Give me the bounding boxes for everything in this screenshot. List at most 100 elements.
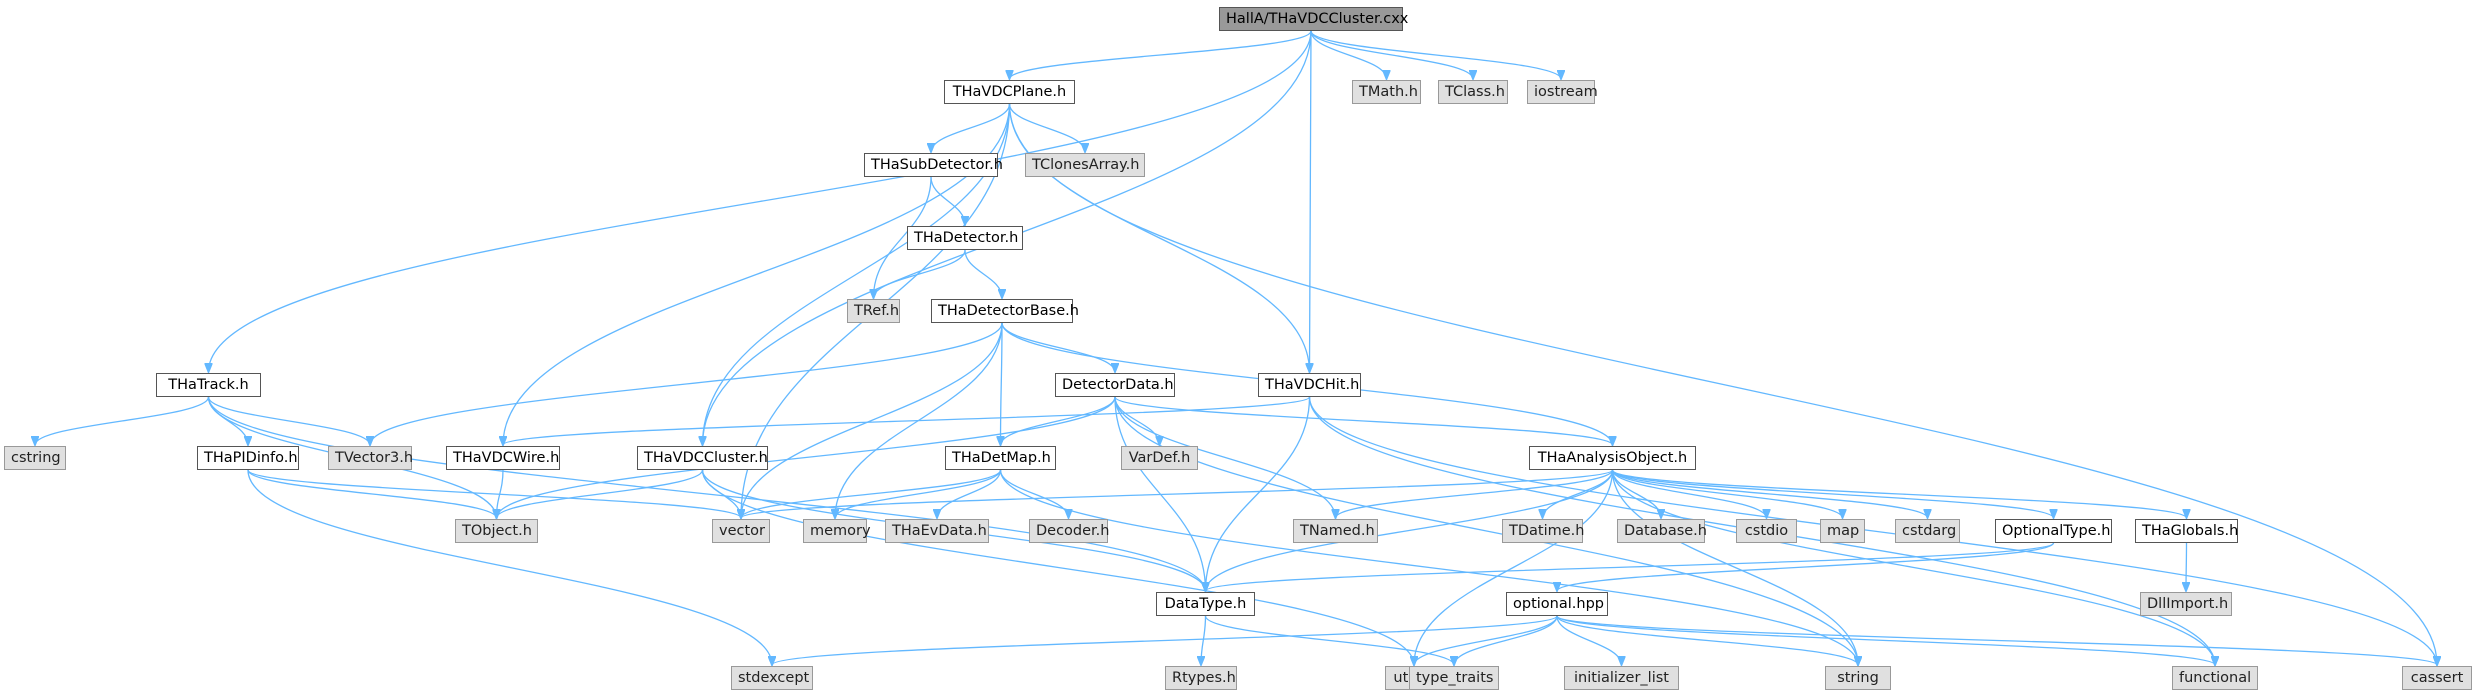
edge-subdet-to-det	[930, 176, 965, 225]
node-cluster[interactable]: THaVDCCluster.h	[637, 446, 768, 470]
edge-detdata-to-analobj	[1114, 396, 1613, 445]
edge-analobj-to-cstdarg	[1611, 469, 1928, 518]
node-initlist: initializer_list	[1564, 666, 1679, 690]
node-evdata: THaEvData.h	[885, 519, 989, 543]
edge-globals-to-dllimport	[2186, 542, 2187, 591]
edge-plane-to-cassert	[1008, 103, 2438, 665]
edge-analobj-to-datatype	[1206, 469, 1614, 591]
node-vector: vector	[712, 519, 770, 543]
edge-optional-to-functional	[1556, 615, 2215, 665]
node-tref: TRef.h	[847, 299, 900, 323]
node-detmap[interactable]: THaDetMap.h	[945, 446, 1056, 470]
node-memory: memory	[803, 519, 871, 543]
node-tvector3: TVector3.h	[328, 446, 413, 470]
edge-plane-to-tclones	[1008, 103, 1086, 152]
node-root[interactable]: HallA/THaVDCCluster.cxx	[1219, 7, 1408, 31]
edge-analobj-to-vector	[741, 469, 1614, 518]
node-pidinfo[interactable]: THaPIDinfo.h	[197, 446, 299, 470]
edge-track-to-tvector3	[207, 396, 371, 445]
edge-vdchit-to-datatype	[1206, 396, 1311, 591]
edge-detmap-to-evdata	[937, 469, 1002, 518]
node-tmath: TMath.h	[1352, 80, 1421, 104]
edge-optional-to-string	[1556, 615, 1858, 665]
edge-analobj-to-functional	[1611, 469, 2216, 665]
edge-opttype-to-optional	[1557, 542, 2055, 591]
edge-root-to-tclass	[1310, 30, 1473, 79]
node-plane[interactable]: THaVDCPlane.h	[944, 80, 1075, 104]
edge-optional-to-utility	[1414, 615, 1558, 665]
node-cassert: cassert	[2402, 666, 2472, 690]
edge-pidinfo-to-tobject	[247, 469, 497, 518]
edge-root-to-tmath	[1310, 30, 1387, 79]
node-track[interactable]: THaTrack.h	[156, 373, 261, 397]
edge-detbase-to-tvector3	[370, 322, 1003, 445]
edge-optional-to-typetraits	[1454, 615, 1558, 665]
node-cstring: cstring	[4, 446, 66, 470]
edge-pidinfo-to-stdexcept	[247, 469, 772, 665]
node-tobject: TObject.h	[455, 519, 538, 543]
edge-optional-to-stdexcept	[772, 615, 1558, 665]
node-analobj[interactable]: THaAnalysisObject.h	[1529, 446, 1696, 470]
edge-detbase-to-detmap	[1001, 322, 1003, 445]
node-detbase[interactable]: THaDetectorBase.h	[931, 299, 1079, 323]
node-tnamed: TNamed.h	[1293, 519, 1378, 543]
edge-detdata-to-tobject	[497, 396, 1116, 518]
node-wire[interactable]: THaVDCWire.h	[446, 446, 560, 470]
node-map: map	[1820, 519, 1865, 543]
node-det[interactable]: THaDetector.h	[907, 226, 1023, 250]
edge-cluster-to-utility	[701, 469, 1415, 665]
edge-detmap-to-memory	[835, 469, 1002, 518]
edge-detmap-to-vector	[741, 469, 1002, 518]
node-decoder: Decoder.h	[1029, 519, 1109, 543]
edge-optional-to-cassert	[1556, 615, 2437, 665]
edge-detdata-to-detmap	[1001, 396, 1116, 445]
node-opttype[interactable]: OptionalType.h	[1995, 519, 2112, 543]
node-database: Database.h	[1617, 519, 1707, 543]
node-cstdio: cstdio	[1736, 519, 1797, 543]
edge-detmap-to-string	[999, 469, 1859, 665]
node-stdexcept: stdexcept	[731, 666, 813, 690]
edge-detbase-to-vector	[741, 322, 1003, 518]
edge-opttype-to-datatype	[1206, 542, 2055, 591]
edge-analobj-to-tnamed	[1336, 469, 1614, 518]
edge-datatype-to-rtypes	[1201, 615, 1207, 665]
edge-analobj-to-utility	[1414, 469, 1614, 665]
edge-optional-to-initlist	[1556, 615, 1622, 665]
node-globals[interactable]: THaGlobals.h	[2135, 519, 2238, 543]
edge-analobj-to-map	[1611, 469, 1843, 518]
node-dllimport: DllImport.h	[2140, 592, 2232, 616]
edge-cluster-to-tobject	[497, 469, 704, 518]
node-string: string	[1825, 666, 1891, 690]
node-tclones: TClonesArray.h	[1025, 153, 1145, 177]
edge-det-to-detbase	[964, 249, 1002, 298]
node-functional: functional	[2172, 666, 2258, 690]
edge-pidinfo-to-vector	[247, 469, 741, 518]
node-detdata[interactable]: DetectorData.h	[1055, 373, 1175, 397]
edge-analobj-to-globals	[1611, 469, 2187, 518]
edge-vdchit-to-cassert	[1308, 396, 2438, 665]
node-cstdarg: cstdarg	[1895, 519, 1960, 543]
node-tdatime: TDatime.h	[1502, 519, 1584, 543]
edge-root-to-vdchit	[1310, 30, 1312, 372]
edge-detdata-to-tnamed	[1114, 396, 1336, 518]
edge-subdet-to-tref	[874, 176, 932, 298]
node-vdchit[interactable]: THaVDCHit.h	[1258, 373, 1361, 397]
node-subdet[interactable]: THaSubDetector.h	[864, 153, 1003, 177]
edge-root-to-iostream	[1310, 30, 1561, 79]
edge-detbase-to-detdata	[1001, 322, 1115, 372]
node-optional[interactable]: optional.hpp	[1506, 592, 1608, 616]
node-typetraits: type_traits	[1409, 666, 1499, 690]
edge-analobj-to-string	[1611, 469, 1859, 665]
edge-detmap-to-decoder	[999, 469, 1069, 518]
node-tclass: TClass.h	[1438, 80, 1508, 104]
node-iostream: iostream	[1527, 80, 1598, 104]
edge-det-to-tref	[874, 249, 966, 298]
edge-root-to-plane	[1010, 30, 1312, 79]
edge-track-to-cstring	[35, 396, 210, 445]
node-datatype[interactable]: DataType.h	[1156, 592, 1255, 616]
edge-vdchit-to-wire	[503, 396, 1311, 445]
edge-plane-to-subdet	[931, 103, 1011, 152]
edge-detdata-to-string	[1114, 396, 1858, 665]
edge-track-to-datatype	[207, 396, 1206, 591]
